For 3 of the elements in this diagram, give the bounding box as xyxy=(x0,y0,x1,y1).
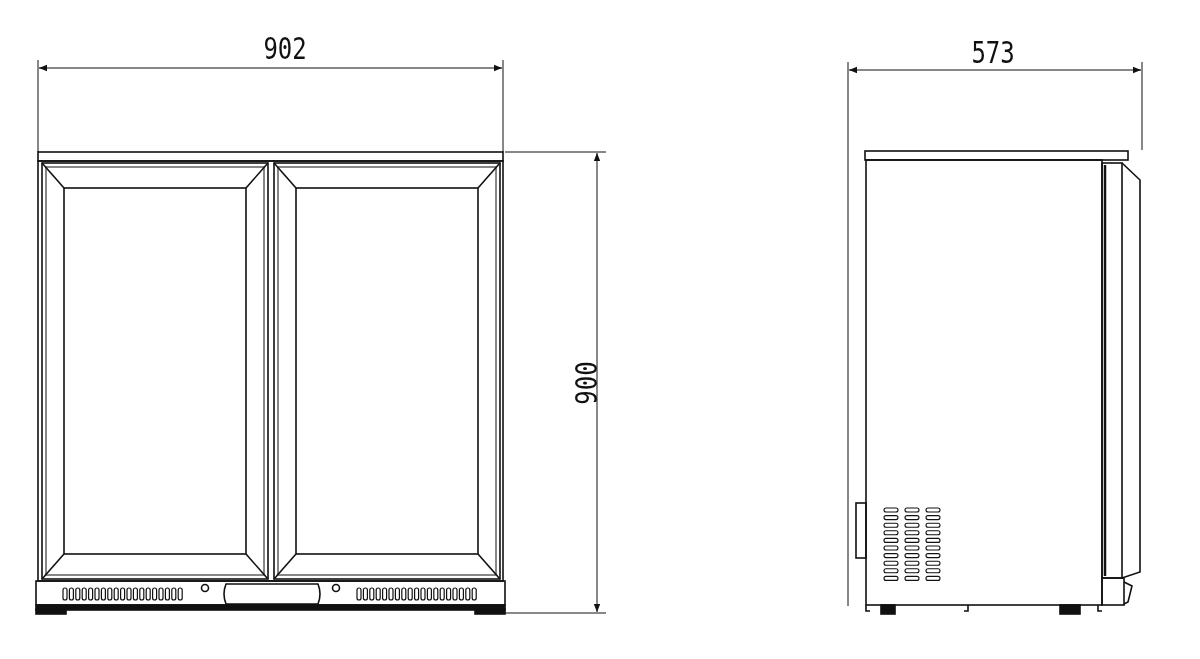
dimension-value: 900 xyxy=(572,361,603,405)
dimension-value: 573 xyxy=(971,38,1015,68)
dimension-value: 902 xyxy=(263,34,307,64)
